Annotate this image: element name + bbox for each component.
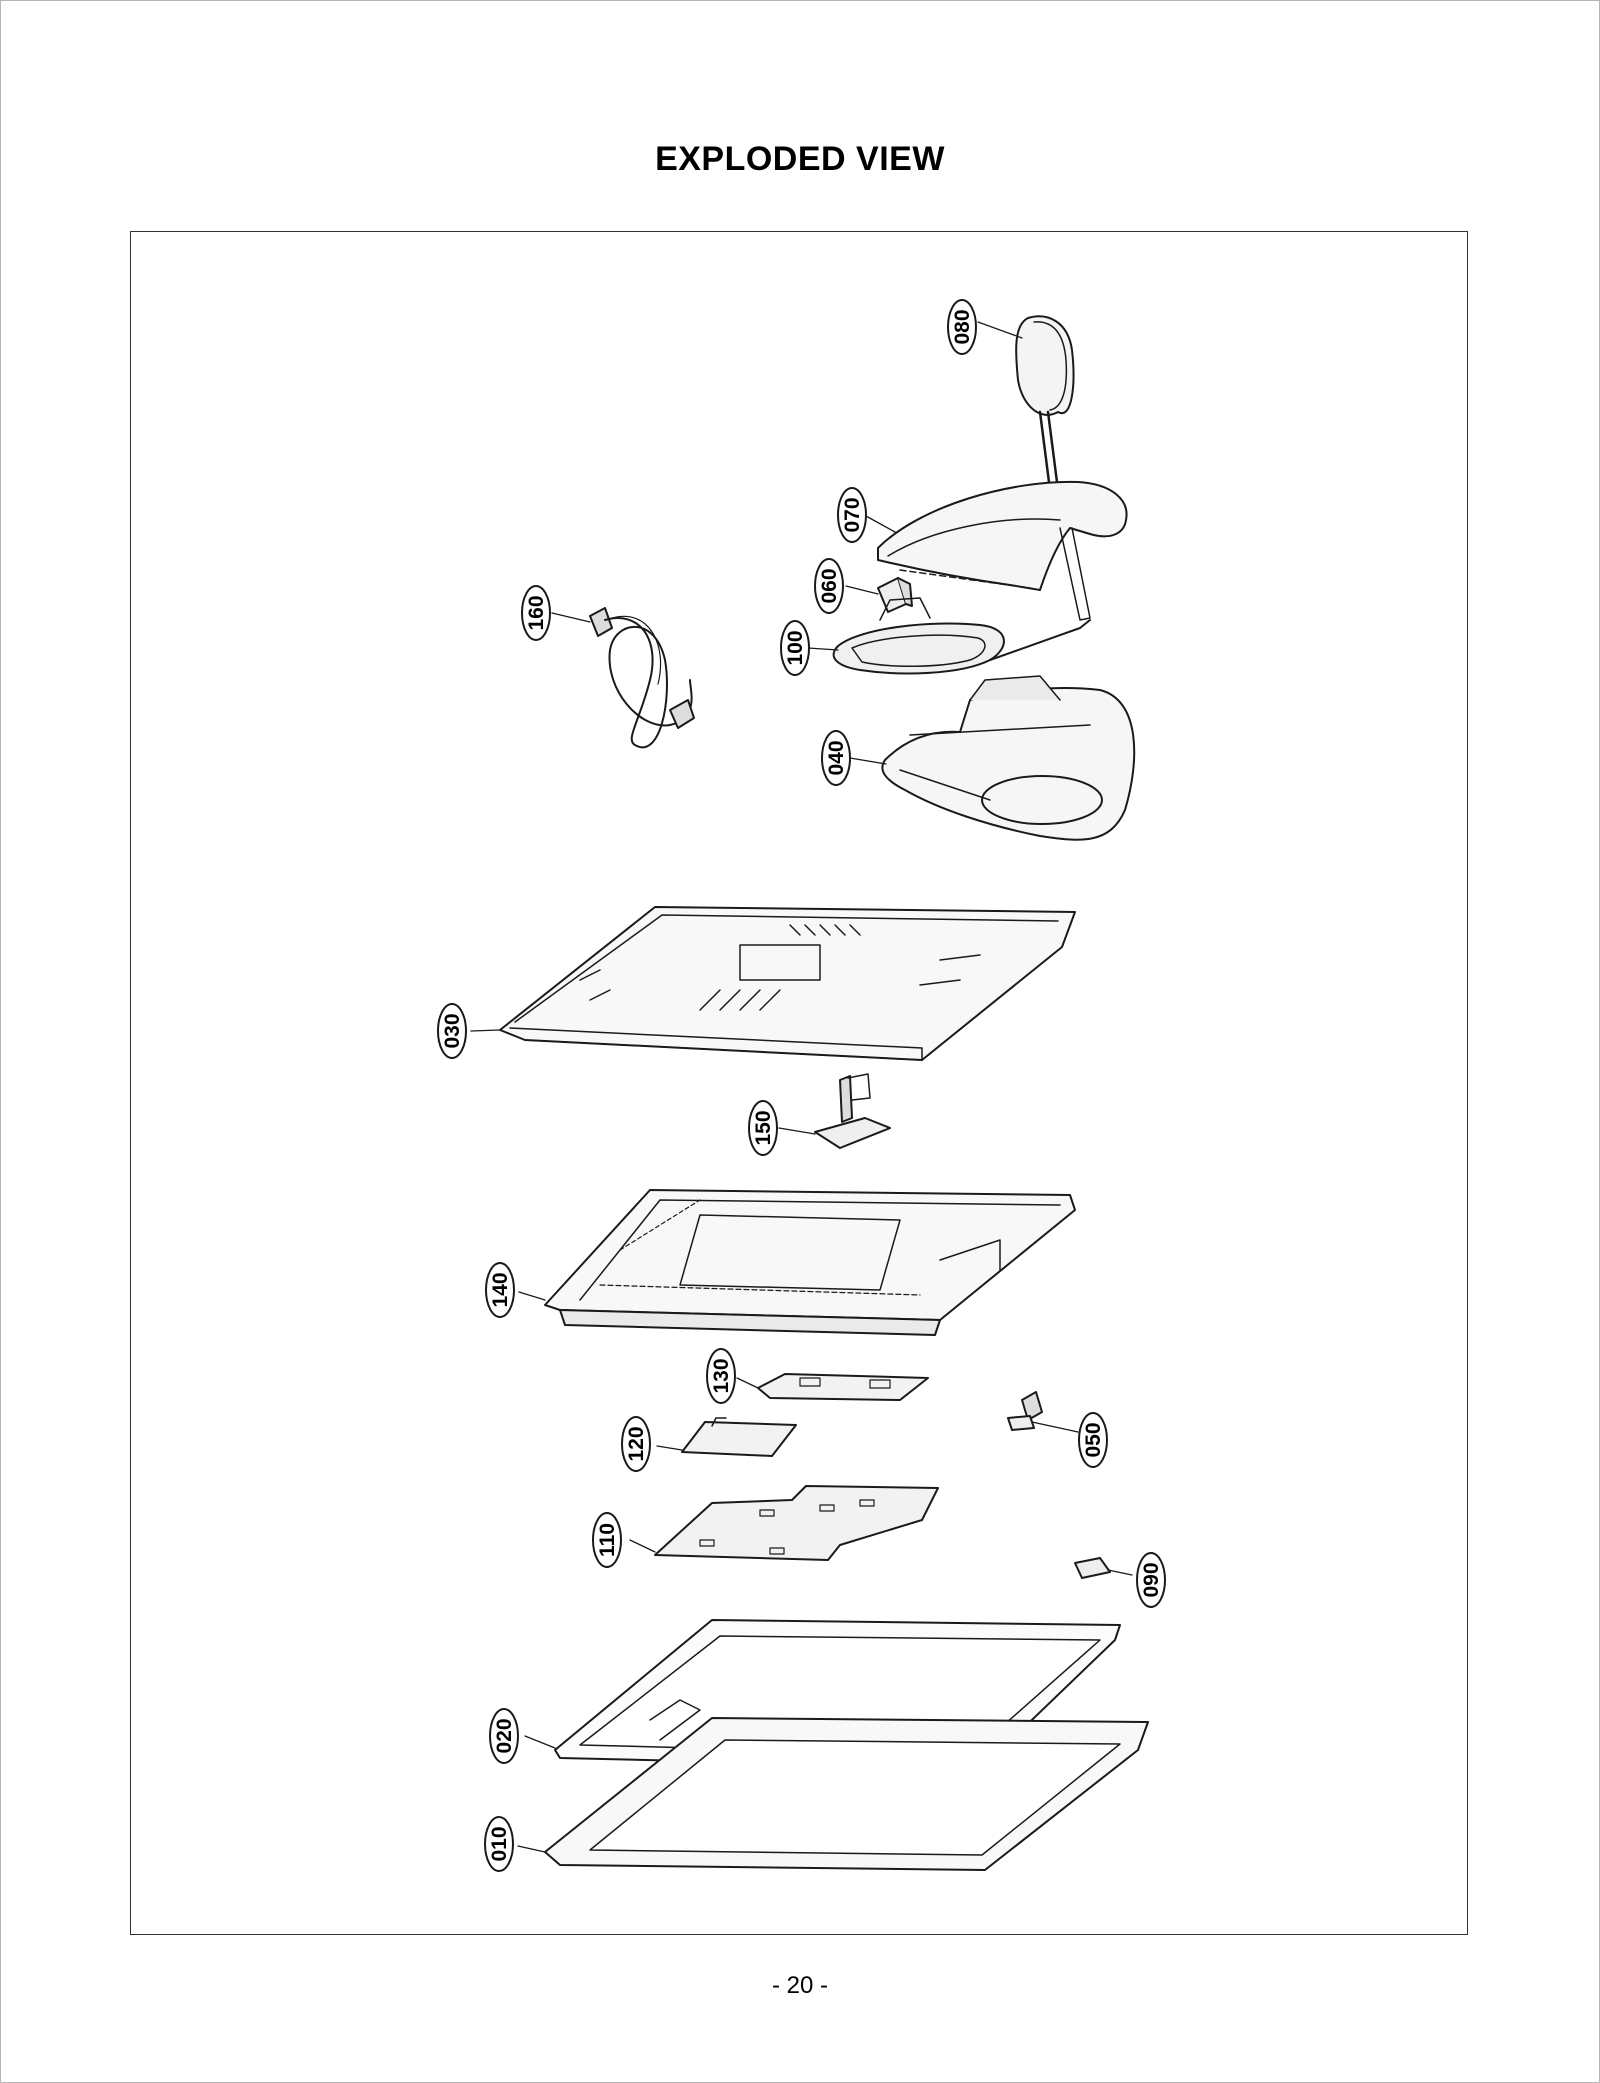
svg-text:160: 160 [525, 595, 548, 630]
svg-text:050: 050 [1082, 1422, 1105, 1457]
svg-text:030: 030 [441, 1013, 464, 1048]
svg-text:070: 070 [841, 497, 864, 532]
svg-text:020: 020 [493, 1718, 516, 1753]
callout-120: 120 [621, 1416, 651, 1472]
svg-text:130: 130 [710, 1358, 733, 1393]
svg-text:140: 140 [489, 1272, 512, 1307]
callout-040: 040 [821, 730, 851, 786]
callout-010: 010 [484, 1816, 514, 1872]
part-060-clip [877, 577, 913, 613]
svg-text:100: 100 [784, 630, 807, 665]
svg-text:080: 080 [951, 309, 974, 344]
svg-text:110: 110 [596, 1523, 619, 1557]
callout-140: 140 [485, 1262, 515, 1318]
callout-070: 070 [837, 487, 867, 543]
callout-090: 090 [1136, 1552, 1166, 1608]
callout-030: 030 [437, 1003, 467, 1059]
svg-text:060: 060 [818, 568, 841, 603]
part-040-stand-body [881, 675, 1136, 841]
svg-text:040: 040 [825, 740, 848, 775]
callout-060: 060 [814, 558, 844, 614]
callout-130: 130 [706, 1348, 736, 1404]
part-090-small-part [1074, 1557, 1111, 1579]
callout-020: 020 [489, 1708, 519, 1764]
part-110-main-board [654, 1485, 939, 1561]
callout-050: 050 [1078, 1412, 1108, 1468]
svg-text:010: 010 [488, 1826, 511, 1861]
part-150-control-board [814, 1073, 891, 1149]
part-030-back-cover [499, 906, 1076, 1061]
part-140-shield-frame [544, 1189, 1076, 1336]
svg-text:120: 120 [625, 1426, 648, 1461]
callout-110: 110 [592, 1512, 622, 1568]
callout-080: 080 [947, 299, 977, 355]
part-070-neck-cover [877, 480, 1128, 621]
leader-lines [470, 321, 1133, 1853]
part-080-stand-base [1015, 315, 1075, 492]
page-title: EXPLODED VIEW [655, 140, 945, 178]
part-100-hinge-bracket [832, 597, 1091, 675]
part-160-cable [589, 607, 695, 749]
part-120-pcb [681, 1417, 797, 1457]
callout-100: 100 [780, 620, 810, 676]
part-130-pcb [757, 1373, 929, 1401]
callout-150: 150 [748, 1100, 778, 1156]
diagram-frame [130, 231, 1468, 1935]
part-010-front-bezel [544, 1717, 1149, 1871]
part-050-switch [1007, 1391, 1043, 1431]
callout-160: 160 [521, 585, 551, 641]
svg-text:150: 150 [752, 1110, 775, 1145]
page-number: - 20 - [771, 1972, 828, 1999]
svg-text:090: 090 [1140, 1562, 1163, 1597]
